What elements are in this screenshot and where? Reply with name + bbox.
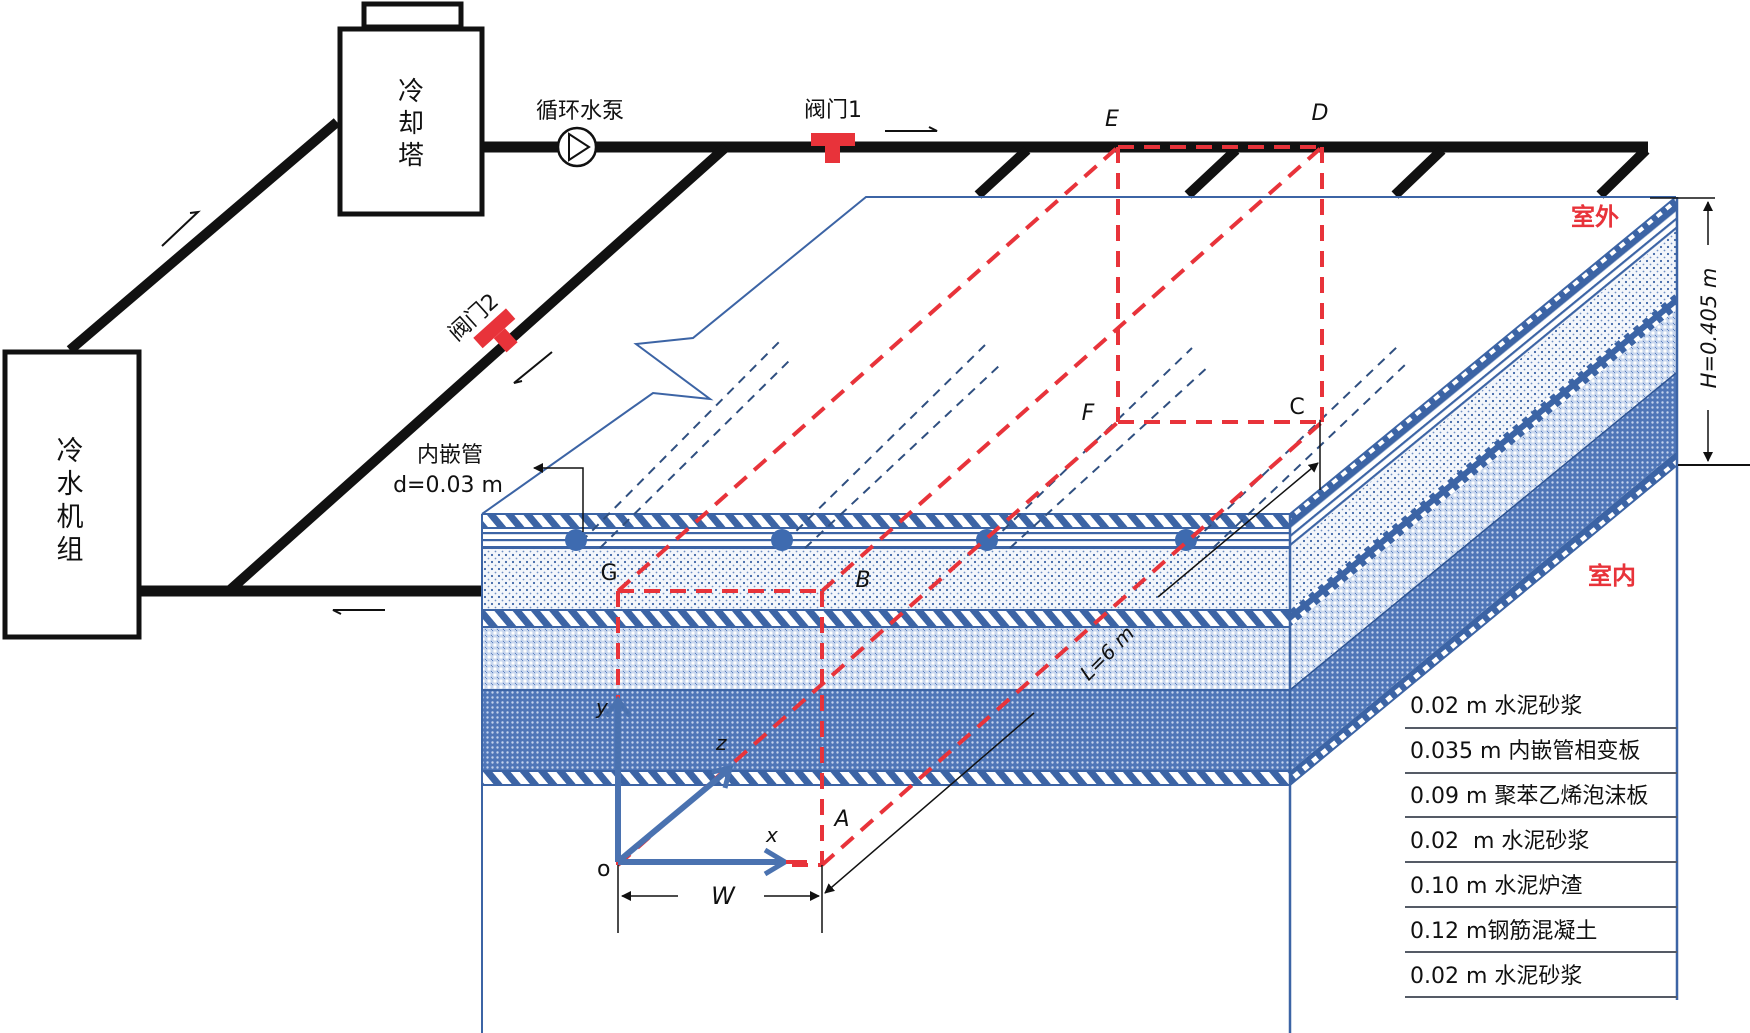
point-label-b: B <box>855 568 870 593</box>
layer-cement-mortar-mid <box>482 610 1290 627</box>
embedded-pipe-diameter: d=0.03 m <box>393 473 503 498</box>
header-branch-stub <box>974 146 1031 199</box>
cooling-tower: 冷 却 塔 <box>337 1 485 217</box>
chiller-label-char: 冷 <box>57 436 84 467</box>
pipe-node <box>771 529 793 551</box>
point-label-a: A <box>832 807 849 832</box>
layer-legend: 0.02 m 水泥砂浆 0.035 m 内嵌管相变板 0.09 m 聚苯乙烯泡沫… <box>1405 694 1677 998</box>
point-label-d: D <box>1312 101 1329 126</box>
flow-arrow-icon <box>885 126 938 132</box>
valve-icon <box>473 308 516 349</box>
header-branch-stub <box>1391 146 1446 199</box>
point-label-f: F <box>1082 401 1095 426</box>
pump-label: 循环水泵 <box>536 99 624 124</box>
point-label-e: E <box>1105 107 1119 132</box>
flow-arrow-icon <box>161 210 201 247</box>
coordinate-axes: y z x o <box>595 695 807 882</box>
valve-1-label: 阀门1 <box>804 98 862 123</box>
chiller-unit: 冷 水 机 组 <box>2 349 142 640</box>
header-branch-stub <box>1596 146 1650 199</box>
legend-layer: 0.02 m 水泥砂浆 <box>1410 964 1582 989</box>
embedded-pipe-callout: 内嵌管 d=0.03 m <box>393 443 584 532</box>
cooling-tower-label-char: 却 <box>398 109 424 139</box>
valve-1: 阀门1 <box>804 98 862 163</box>
outdoor-label: 室外 <box>1571 203 1619 231</box>
embedded-pipe-lines <box>580 339 1409 549</box>
width-dimension-label: W <box>711 882 736 910</box>
slab-top-surface <box>481 196 1676 515</box>
chiller-label-char: 机 <box>57 502 84 533</box>
header-branch-stub <box>1184 146 1240 199</box>
height-dimension-label: H=0.405 m <box>1697 268 1721 389</box>
embedded-pipe-label: 内嵌管 <box>417 443 483 468</box>
bypass-pipe-diagonal <box>226 143 730 594</box>
legend-layer: 0.035 m 内嵌管相变板 <box>1410 739 1640 764</box>
flow-arrow-icon <box>513 351 553 384</box>
circulation-pump: 循环水泵 <box>536 99 624 168</box>
cooling-tower-label-char: 塔 <box>398 141 424 171</box>
layer-cement-mortar-top <box>482 514 1290 528</box>
point-label-g: G <box>600 561 617 586</box>
axis-origin-label: o <box>597 857 610 882</box>
axis-label-x: x <box>765 823 778 847</box>
chiller-label-char: 组 <box>57 535 84 566</box>
pipe-node <box>565 529 587 551</box>
legend-layer: 0.09 m 聚苯乙烯泡沫板 <box>1410 784 1648 809</box>
legend-layer: 0.02 m 水泥砂浆 <box>1410 694 1582 719</box>
cooling-tower-label-char: 冷 <box>398 77 424 107</box>
z-axis <box>618 767 730 863</box>
dimension-height: H=0.405 m <box>1650 197 1750 466</box>
layer-cement-slag <box>482 627 1290 690</box>
legend-layer: 0.10 m 水泥炉渣 <box>1410 874 1582 899</box>
chiller-label-char: 水 <box>57 469 84 500</box>
point-labels: E D F C B G A <box>600 101 1328 832</box>
indoor-label: 室内 <box>1588 562 1636 590</box>
legend-layer: 0.12 m钢筋混凝土 <box>1410 919 1597 944</box>
roof-slab <box>481 196 1679 1033</box>
axis-label-y: y <box>595 695 609 719</box>
pump-icon <box>556 126 598 168</box>
return-pipe-diagonal <box>66 118 341 354</box>
slab-side-face <box>1289 196 1677 786</box>
flow-arrow-icon <box>332 609 385 615</box>
layer-cement-mortar-bottom <box>482 771 1290 785</box>
legend-layer: 0.02 m 水泥砂浆 <box>1410 829 1589 854</box>
dimension-width: W <box>617 865 823 933</box>
slab-front-face <box>482 513 1290 786</box>
point-label-c: C <box>1289 395 1304 420</box>
axis-label-z: z <box>715 731 727 755</box>
valve-icon <box>811 133 855 146</box>
